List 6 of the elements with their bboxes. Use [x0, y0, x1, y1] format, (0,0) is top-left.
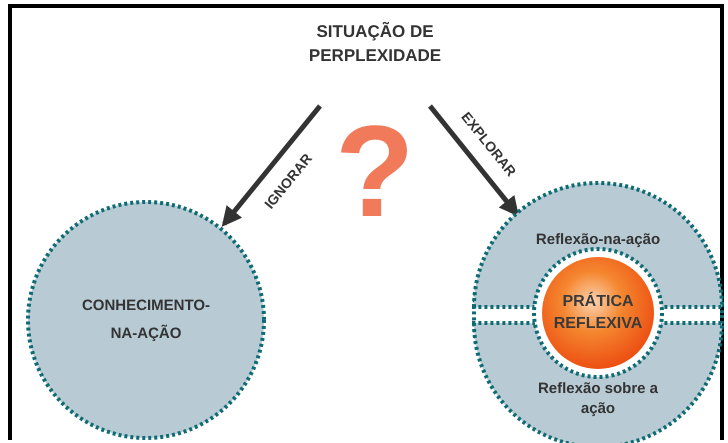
node-label: CONHECIMENTO-NA-AÇÃO [80, 296, 212, 344]
heading-text: SITUAÇÃO DE PERPLEXIDADE [308, 20, 442, 67]
section-label: Reflexão-na-ação [534, 231, 662, 248]
question-mark: ? [335, 106, 414, 236]
node-label: PRÁTICA REFLEXIVA [552, 291, 644, 334]
section-label: Reflexão sobre a ação [536, 379, 660, 419]
